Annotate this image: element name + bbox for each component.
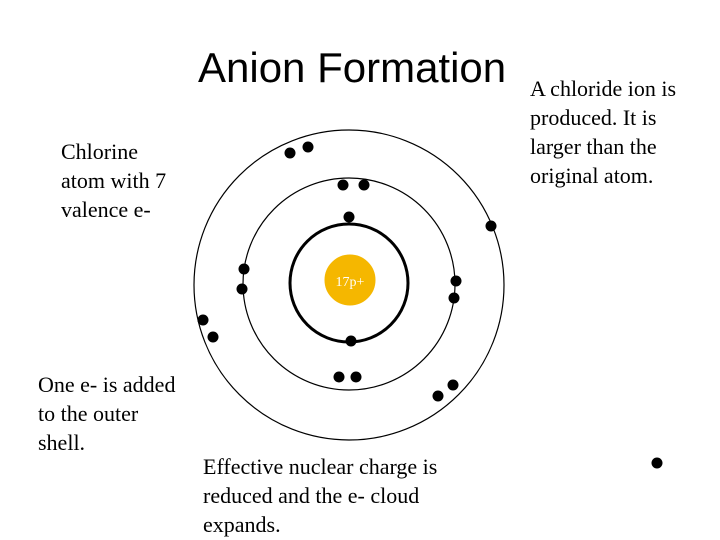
note-line: A chloride ion is — [530, 76, 677, 101]
note-line: produced. It is — [530, 105, 657, 130]
chlorine-atom-note: Chlorine atom with 7 valence e- — [61, 137, 166, 224]
electron — [358, 179, 370, 191]
electron — [345, 335, 357, 347]
electron-added-note: One e- is added to the outer shell. — [38, 370, 175, 457]
electron — [447, 379, 459, 391]
note-line: Chlorine — [61, 139, 138, 164]
electron — [448, 292, 460, 304]
electron — [284, 147, 296, 159]
effective-charge-note: Effective nuclear charge is reduced and … — [203, 452, 437, 539]
note-line: expands. — [203, 512, 281, 537]
note-line: original atom. — [530, 163, 654, 188]
electron — [432, 390, 444, 402]
electron — [207, 331, 219, 343]
note-line: shell. — [38, 430, 86, 455]
electron — [197, 314, 209, 326]
electron — [350, 371, 362, 383]
note-line: atom with 7 — [61, 168, 167, 193]
electron — [302, 141, 314, 153]
note-line: Effective nuclear charge is — [203, 454, 438, 479]
page-title: Anion Formation — [198, 44, 507, 91]
note-line: to the outer — [38, 401, 139, 426]
added-electron — [651, 457, 663, 469]
electron — [343, 211, 355, 223]
note-line: reduced and the e- cloud — [203, 483, 420, 508]
note-line: valence e- — [61, 197, 151, 222]
electron — [333, 371, 345, 383]
electron — [236, 283, 248, 295]
electron — [485, 220, 497, 232]
electron — [450, 275, 462, 287]
nucleus — [323, 253, 377, 307]
note-line: larger than the — [530, 134, 657, 159]
note-line: One e- is added — [38, 372, 176, 397]
chloride-ion-note: A chloride ion is produced. It is larger… — [530, 74, 676, 190]
outer-shell — [193, 129, 505, 441]
electron — [337, 179, 349, 191]
electron — [238, 263, 250, 275]
nucleus-label: 17p+ — [336, 275, 365, 290]
